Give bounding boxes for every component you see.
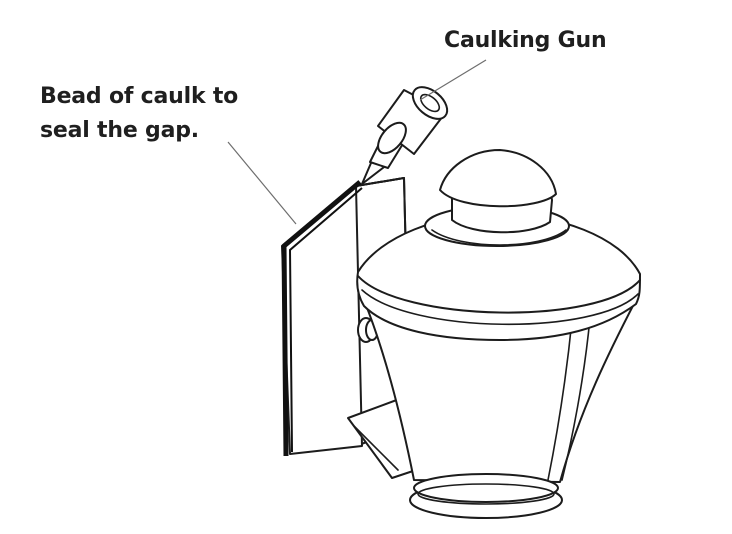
caulk-bead-label: Bead of caulk to seal the gap. (40, 80, 238, 148)
caulking-gun-label: Caulking Gun (444, 28, 607, 53)
gun-leader-line (419, 59, 487, 101)
caulking-gun (361, 86, 449, 185)
caulk-bead-label-line-1: Bead of caulk to (40, 84, 239, 109)
bead-leader-line (227, 141, 297, 225)
caulk-bead-label-line-2: seal the gap. (40, 118, 199, 143)
caulk-bead (281, 180, 363, 457)
lantern-body (363, 299, 637, 519)
lantern-cap (356, 149, 641, 341)
